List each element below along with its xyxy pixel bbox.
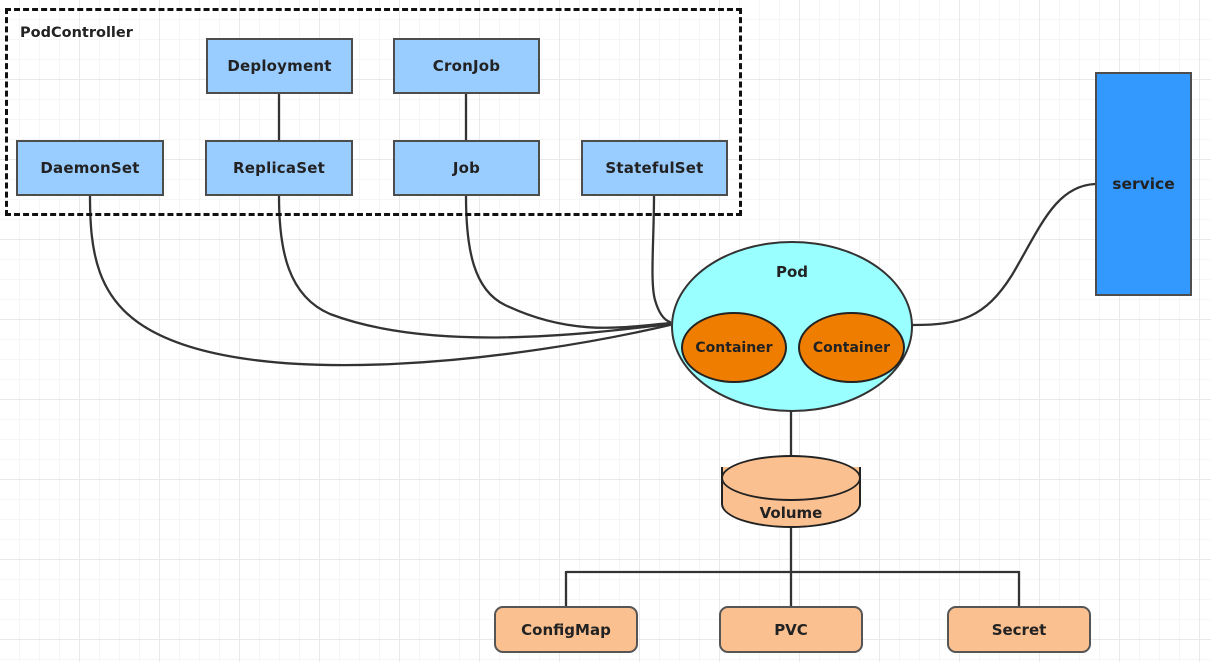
edge-pod-service	[911, 182, 1097, 327]
node-service[interactable]: service	[1095, 72, 1192, 296]
node-pvc-label: PVC	[774, 620, 808, 639]
node-service-label: service	[1112, 175, 1175, 193]
node-cronjob[interactable]: CronJob	[393, 38, 540, 94]
edge-replicaset-pod	[277, 194, 672, 339]
podcontroller-group	[5, 8, 742, 216]
node-replicaset-label: ReplicaSet	[233, 159, 325, 177]
node-job[interactable]: Job	[393, 140, 540, 196]
node-job-label: Job	[452, 159, 481, 177]
node-replicaset[interactable]: ReplicaSet	[205, 140, 353, 196]
podcontroller-group-label: PodController	[20, 25, 133, 41]
node-volume[interactable]: Volume	[721, 455, 861, 528]
node-secret-label: Secret	[991, 620, 1047, 639]
node-pvc[interactable]: PVC	[719, 606, 863, 653]
node-volume-label: Volume	[759, 504, 823, 522]
node-daemonset[interactable]: DaemonSet	[16, 140, 164, 196]
node-deployment[interactable]: Deployment	[206, 38, 353, 94]
node-container-2[interactable]: Container	[798, 312, 905, 383]
volume-top-ellipse	[721, 455, 861, 501]
node-deployment-label: Deployment	[227, 57, 332, 75]
node-container-2-label: Container	[812, 339, 891, 356]
node-pod-label: Pod	[775, 263, 809, 281]
node-container-1[interactable]: Container	[681, 312, 787, 383]
node-daemonset-label: DaemonSet	[40, 159, 140, 177]
node-statefulset[interactable]: StatefulSet	[581, 140, 728, 196]
edge-daemonset-pod	[88, 194, 672, 367]
node-secret[interactable]: Secret	[947, 606, 1091, 653]
node-cronjob-label: CronJob	[432, 57, 501, 75]
node-configmap[interactable]: ConfigMap	[494, 606, 638, 653]
node-statefulset-label: StatefulSet	[605, 159, 704, 177]
node-configmap-label: ConfigMap	[521, 620, 611, 639]
node-container-1-label: Container	[695, 339, 773, 356]
